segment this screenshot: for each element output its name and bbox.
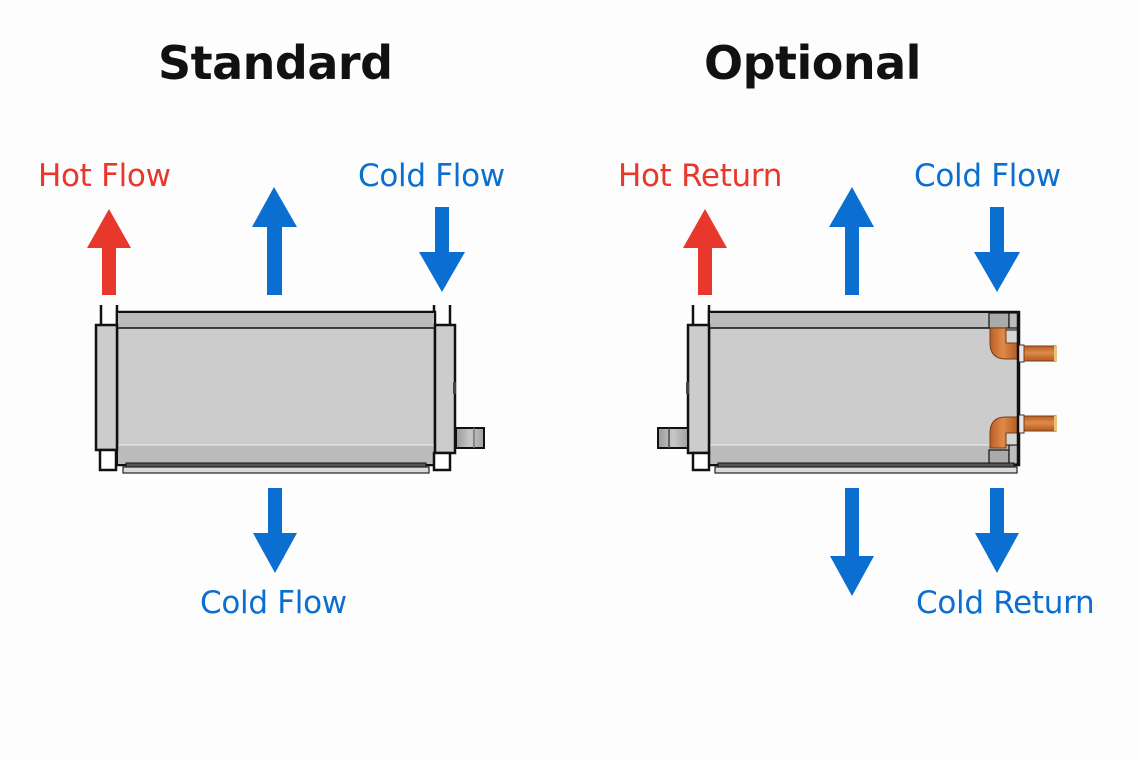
cold-flow-bottom-arrow	[253, 488, 297, 573]
cold-return-down-arrow	[975, 488, 1019, 573]
optional-unit	[657, 305, 1057, 474]
standard-unit	[94, 305, 485, 474]
optional-cold-flow-up-arrow	[829, 187, 874, 295]
standard-cold-flow-top-label: Cold Flow	[358, 158, 505, 194]
optional-title: Optional	[704, 36, 921, 90]
optional-cold-flow-top-label: Cold Flow	[914, 158, 1061, 194]
hot-flow-up-arrow	[87, 209, 131, 295]
optional-hot-return-label: Hot Return	[618, 158, 783, 194]
cold-bottom-left-arrow	[830, 488, 874, 596]
copper-pipe-bottom-icon	[989, 414, 1057, 449]
standard-title: Standard	[158, 36, 393, 90]
copper-pipe-top-icon	[989, 327, 1057, 363]
standard-hot-flow-label: Hot Flow	[38, 158, 171, 194]
optional-cold-return-label: Cold Return	[916, 585, 1095, 621]
pipe-stub-icon	[691, 305, 711, 325]
optional-cold-flow-down-arrow	[974, 207, 1020, 292]
hot-return-up-arrow	[683, 209, 727, 295]
cold-flow-up-arrow	[252, 187, 297, 295]
standard-cold-flow-bottom-label: Cold Flow	[200, 585, 347, 621]
cold-flow-down-arrow	[419, 207, 465, 292]
